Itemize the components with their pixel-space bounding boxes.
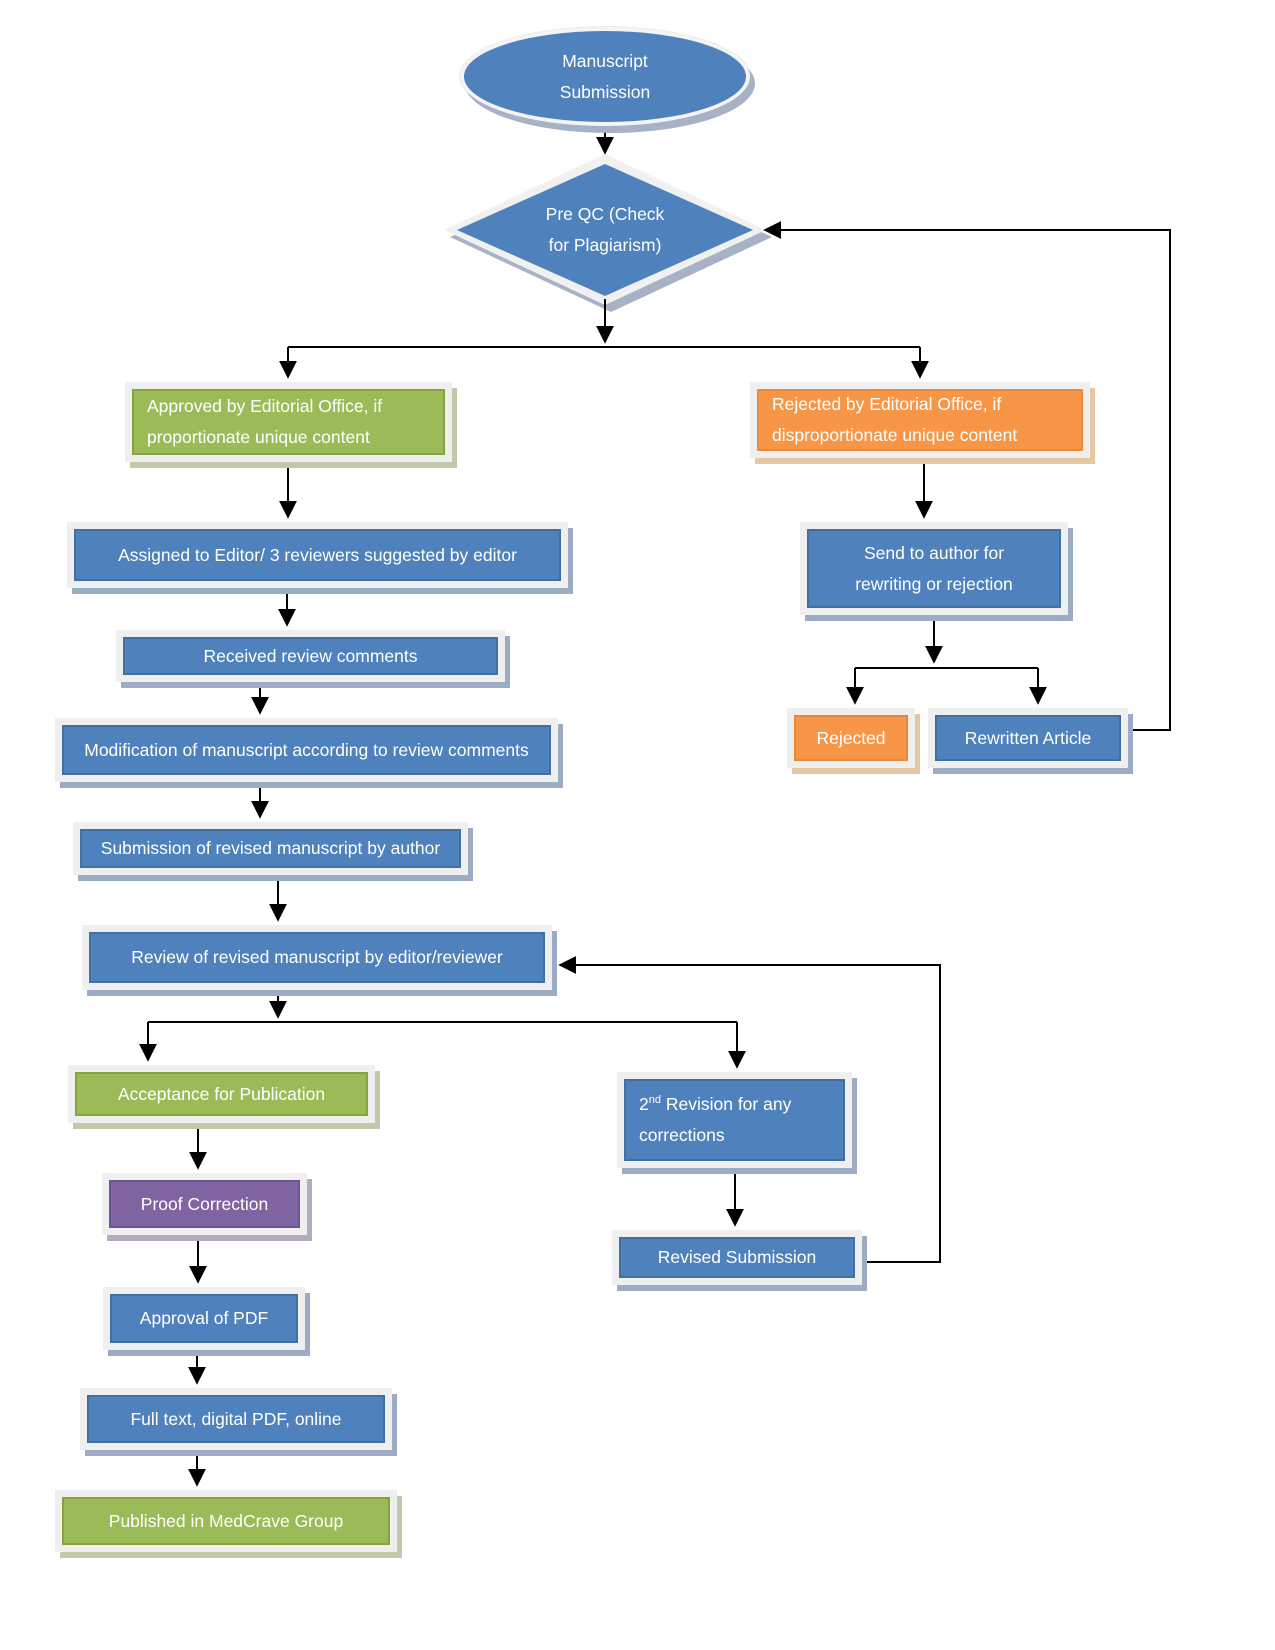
- node-label: Submission of revised manuscript by auth…: [100, 838, 441, 858]
- node-label: Rejected: [816, 727, 886, 748]
- node-manuscript-submission: Manuscript Submission: [460, 27, 750, 126]
- node-label: Published in MedCrave Group: [108, 1510, 344, 1531]
- node-label: Rewritten Article: [964, 727, 1092, 748]
- node-label: Approved by Editorial Office, if: [147, 396, 383, 416]
- node-label: Received review comments: [203, 645, 418, 666]
- node-label: 2nd Revision for any: [639, 1094, 792, 1114]
- node-label: rewriting or rejection: [855, 573, 1013, 594]
- node-label: Submission: [559, 81, 651, 102]
- node-submission-of-revised-manuscript: Submission of revised manuscript by auth…: [73, 822, 468, 875]
- node-revised-submission: Revised Submission: [612, 1230, 862, 1285]
- node-acceptance-for-publication: Acceptance for Publication: [68, 1065, 375, 1123]
- node-label: Proof Correction: [140, 1193, 269, 1214]
- node-approved-by-editorial-office: Approved by Editorial Office, if proport…: [125, 382, 452, 462]
- node-label: Manuscript: [562, 50, 648, 71]
- node-label: Assigned to Editor/ 3 reviewers suggeste…: [118, 544, 517, 565]
- node-modification-of-manuscript: Modification of manuscript according to …: [55, 718, 558, 782]
- pre-qc-diamond-shape: [444, 154, 772, 312]
- node-rewritten-article: Rewritten Article: [928, 708, 1128, 768]
- node-label: corrections: [639, 1125, 725, 1145]
- node-send-to-author: Send to author for rewriting or rejectio…: [800, 522, 1068, 615]
- node-label: Rejected by Editorial Office, if: [772, 394, 1002, 414]
- node-label: Modification of manuscript according to …: [84, 739, 529, 760]
- node-review-of-revised-manuscript: Review of revised manuscript by editor/r…: [82, 925, 552, 990]
- node-assigned-to-editor: Assigned to Editor/ 3 reviewers suggeste…: [67, 522, 568, 588]
- node-approval-of-pdf: Approval of PDF: [103, 1287, 305, 1350]
- node-proof-correction: Proof Correction: [102, 1173, 307, 1235]
- node-full-text-online: Full text, digital PDF, online: [80, 1388, 392, 1450]
- node-label: Full text, digital PDF, online: [130, 1408, 342, 1429]
- node-pre-qc: Pre QC (Check for Plagiarism): [455, 199, 755, 261]
- node-label: disproportionate unique content: [772, 425, 1018, 445]
- node-label: proportionate unique content: [147, 427, 370, 447]
- node-label: Acceptance for Publication: [117, 1083, 326, 1104]
- node-label: Pre QC (Check: [545, 204, 665, 224]
- node-rejected-by-editorial-office: Rejected by Editorial Office, if disprop…: [750, 382, 1090, 458]
- flow-arrows: [139, 126, 1171, 1487]
- node-label: for Plagiarism): [548, 235, 662, 255]
- node-label: Send to author for: [863, 542, 1005, 563]
- node-received-review-comments: Received review comments: [116, 630, 505, 682]
- node-label: Approval of PDF: [139, 1308, 269, 1328]
- node-published-in-medcrave: Published in MedCrave Group: [55, 1490, 397, 1552]
- node-second-revision: 2nd Revision for any corrections: [617, 1072, 852, 1168]
- node-label: Revised Submission: [657, 1247, 817, 1267]
- node-label: Review of revised manuscript by editor/r…: [131, 947, 503, 967]
- node-rejected: Rejected: [787, 708, 915, 768]
